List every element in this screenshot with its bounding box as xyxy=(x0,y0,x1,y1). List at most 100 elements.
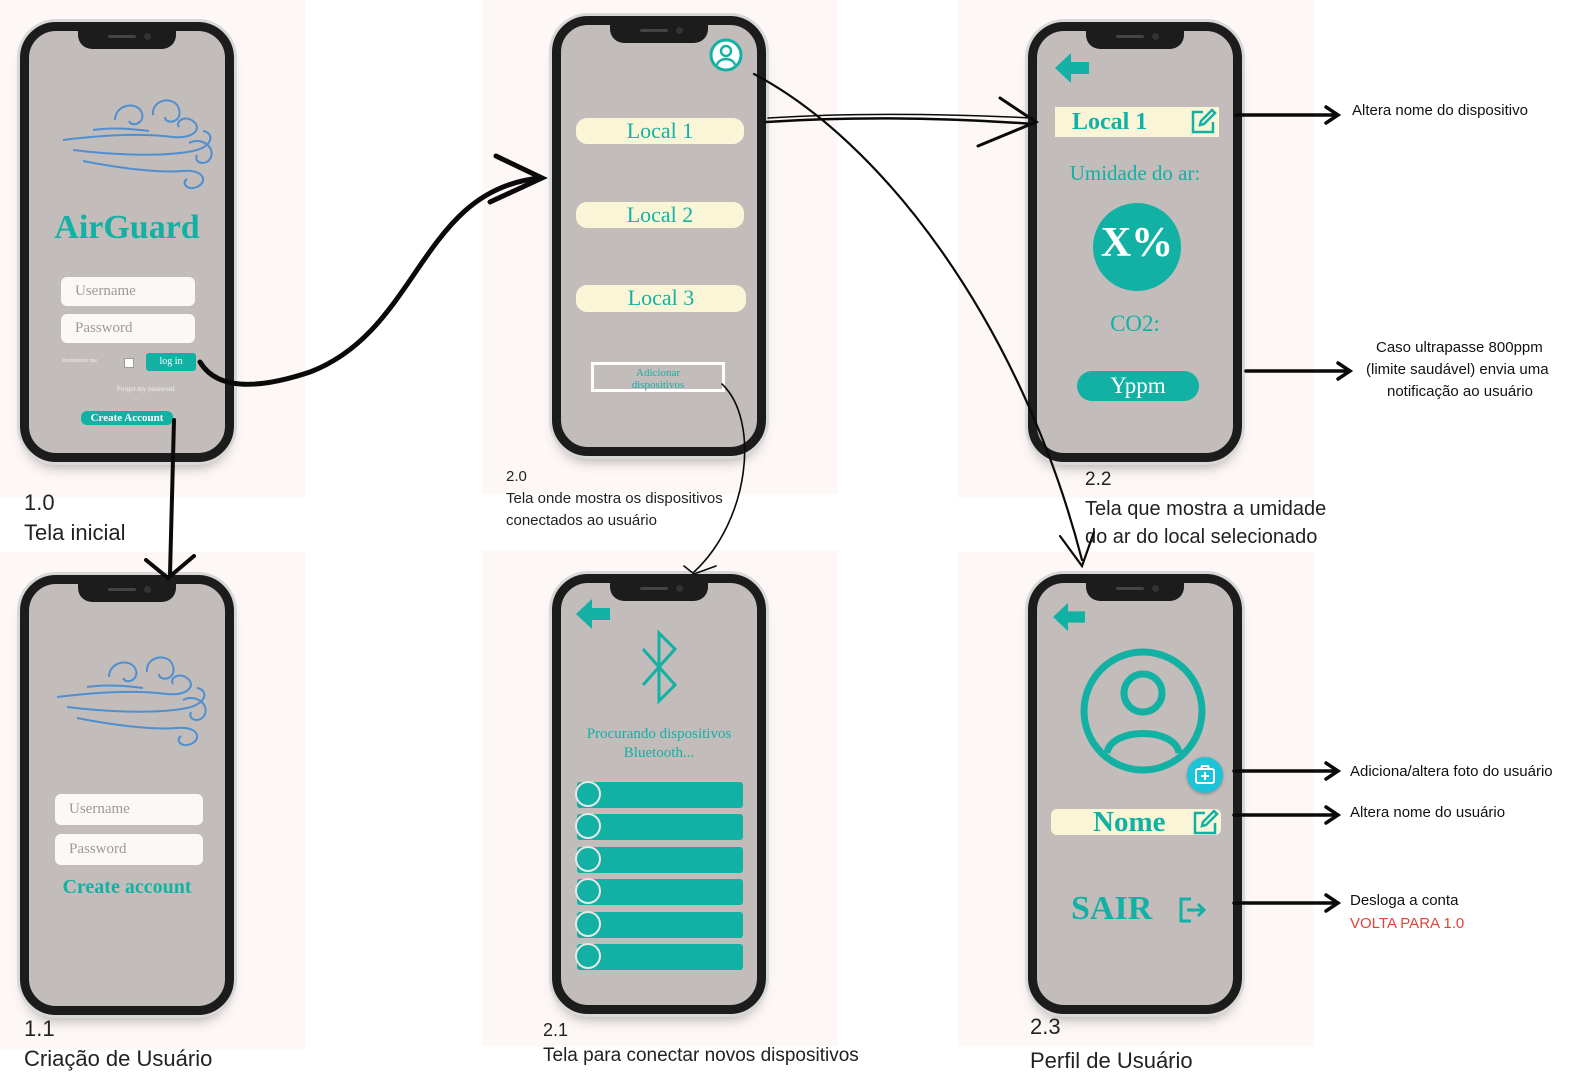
screen-caption-2-3: Perfil de Usuário xyxy=(1030,1048,1193,1073)
arrow-local1-to-2-2-b xyxy=(767,113,1033,119)
searching-text-line1: Procurando dispositivos xyxy=(586,726,732,742)
phone-notch xyxy=(78,29,176,49)
arrow-create-to-1-1 xyxy=(168,418,176,576)
arrowhead-2-0 xyxy=(487,153,548,205)
add-devices-button[interactable]: Adicionar dispositivos xyxy=(591,362,725,392)
arrow-user-to-2-3 xyxy=(752,72,1084,562)
arrow-login-to-2-0 xyxy=(197,175,543,387)
screen-caption-2-0-line1: Tela onde mostra os dispositivos xyxy=(506,490,723,507)
logout-label: SAIR xyxy=(1071,890,1153,927)
phone-screen-2-0: Local 1 Local 2 Local 3 Adicionar dispos… xyxy=(552,16,766,456)
screen-caption-2-2-line2: do ar do local selecionado xyxy=(1085,526,1318,548)
note-alert-line2: (limite saudável) envia uma xyxy=(1366,361,1549,378)
logout-button[interactable]: SAIR xyxy=(1071,889,1211,929)
phone-screen-2-3: Nome SAIR xyxy=(1028,574,1242,1014)
screen-number-1-1: 1.1 xyxy=(24,1016,55,1041)
device-slot[interactable] xyxy=(575,845,743,873)
arrowhead-2-3 xyxy=(1058,530,1096,569)
screen-caption-1-0: Tela inicial xyxy=(24,520,126,545)
username-input[interactable]: Username xyxy=(55,794,203,825)
note-logout-line2: VOLTA PARA 1.0 xyxy=(1350,915,1465,932)
edit-icon[interactable] xyxy=(1191,809,1219,837)
app-title: AirGuard xyxy=(54,209,200,246)
back-arrow-icon[interactable] xyxy=(1051,601,1087,633)
add-photo-icon[interactable] xyxy=(1187,757,1223,793)
note-alert-line1: Caso ultrapasse 800ppm xyxy=(1376,339,1543,356)
phone-screen-2-1: Procurando dispositivos Bluetooth... xyxy=(552,574,766,1014)
device-name-field[interactable] xyxy=(1055,107,1219,137)
wind-logo-icon xyxy=(62,99,213,189)
phone-notch xyxy=(610,23,708,43)
local-item-2[interactable]: Local 2 xyxy=(576,202,744,228)
device-slot[interactable] xyxy=(575,781,743,808)
screen-number-2-2: 2.2 xyxy=(1085,469,1112,490)
note-rename-device: Altera nome do dispositivo xyxy=(1352,102,1528,119)
humidity-value: X% xyxy=(1100,220,1174,266)
screen-caption-2-0-line2: conectados ao usuário xyxy=(506,512,657,529)
login-button[interactable]: log in xyxy=(146,353,196,371)
phone-screen-1-0: AirGuard Username Password Remember me l… xyxy=(20,22,234,462)
username-input[interactable]: Username xyxy=(61,277,195,306)
screen-number-1-0: 1.0 xyxy=(24,490,55,515)
edit-icon[interactable] xyxy=(1189,108,1217,136)
create-account-title[interactable]: Create account xyxy=(62,876,192,898)
back-arrow-icon[interactable] xyxy=(574,597,612,631)
screen-caption-2-1: Tela para conectar novos dispositivos xyxy=(543,1045,859,1066)
wind-logo-icon xyxy=(56,656,207,746)
device-name-label: Local 1 xyxy=(1072,109,1148,135)
co2-value: Yppm xyxy=(1077,371,1199,401)
humidity-value-circle xyxy=(1093,203,1181,291)
device-slot-radio[interactable] xyxy=(575,813,601,840)
user-name-label: Nome xyxy=(1093,806,1166,838)
device-slot[interactable] xyxy=(575,943,743,970)
phone-screen-1-1: Username Password Create account xyxy=(20,575,234,1015)
phone-screen-2-2: Local 1 Umidade do ar: X% CO2: Yppm xyxy=(1028,22,1242,462)
back-arrow-icon[interactable] xyxy=(1053,51,1091,85)
phone-notch xyxy=(610,581,708,601)
note-rename-user: Altera nome do usuário xyxy=(1350,804,1506,821)
note-photo: Adiciona/altera foto do usuário xyxy=(1350,763,1553,780)
note-arrow-rename-device xyxy=(1234,105,1342,125)
logout-icon xyxy=(1179,897,1207,923)
note-logout-line1: Desloga a conta xyxy=(1350,892,1459,909)
co2-label: CO2: xyxy=(1110,311,1160,336)
bluetooth-icon xyxy=(641,629,678,705)
note-alert-line3: notificação ao usuário xyxy=(1387,383,1533,400)
create-account-button[interactable]: Create Account xyxy=(81,411,173,425)
device-slot[interactable] xyxy=(575,878,743,906)
screen-caption-2-2-line1: Tela que mostra a umidade xyxy=(1085,498,1327,520)
note-arrow-co2-alert xyxy=(1244,361,1354,381)
humidity-label: Umidade do ar: xyxy=(1069,161,1201,185)
arrowhead-2-1 xyxy=(683,565,717,575)
arrow-local1-to-2-2 xyxy=(764,117,1036,126)
password-input[interactable]: Password xyxy=(55,834,203,865)
phone-notch xyxy=(78,582,176,602)
arrowhead-2-2 xyxy=(976,96,1040,148)
device-slot-radio[interactable] xyxy=(575,910,601,937)
device-slot-radio[interactable] xyxy=(575,943,601,969)
device-slot-radio[interactable] xyxy=(575,845,601,872)
note-arrow-photo xyxy=(1232,761,1342,781)
password-input[interactable]: Password xyxy=(61,314,195,343)
screen-number-2-0: 2.0 xyxy=(506,468,527,485)
device-slot-radio[interactable] xyxy=(575,781,601,807)
screen-number-2-1: 2.1 xyxy=(543,1020,569,1040)
user-name-field[interactable] xyxy=(1051,809,1221,835)
screen-caption-1-1: Criação de Usuário xyxy=(24,1046,213,1071)
user-icon[interactable] xyxy=(709,38,743,72)
user-avatar-icon xyxy=(1080,648,1206,774)
arrowhead-1-1 xyxy=(144,554,196,581)
device-slot[interactable] xyxy=(575,910,743,938)
arrow-add-to-2-1 xyxy=(693,383,746,573)
device-slot[interactable] xyxy=(575,813,743,841)
phone-notch xyxy=(1086,29,1184,49)
phone-notch xyxy=(1086,581,1184,601)
local-item-1[interactable]: Local 1 xyxy=(576,118,744,144)
note-arrow-logout xyxy=(1232,893,1342,913)
screen-number-2-3: 2.3 xyxy=(1030,1014,1061,1039)
device-slot-radio[interactable] xyxy=(575,878,601,905)
remember-me-checkbox[interactable] xyxy=(124,358,134,368)
local-item-3[interactable]: Local 3 xyxy=(576,285,746,312)
forgot-password-link[interactable]: Forgot my password xyxy=(117,385,175,393)
